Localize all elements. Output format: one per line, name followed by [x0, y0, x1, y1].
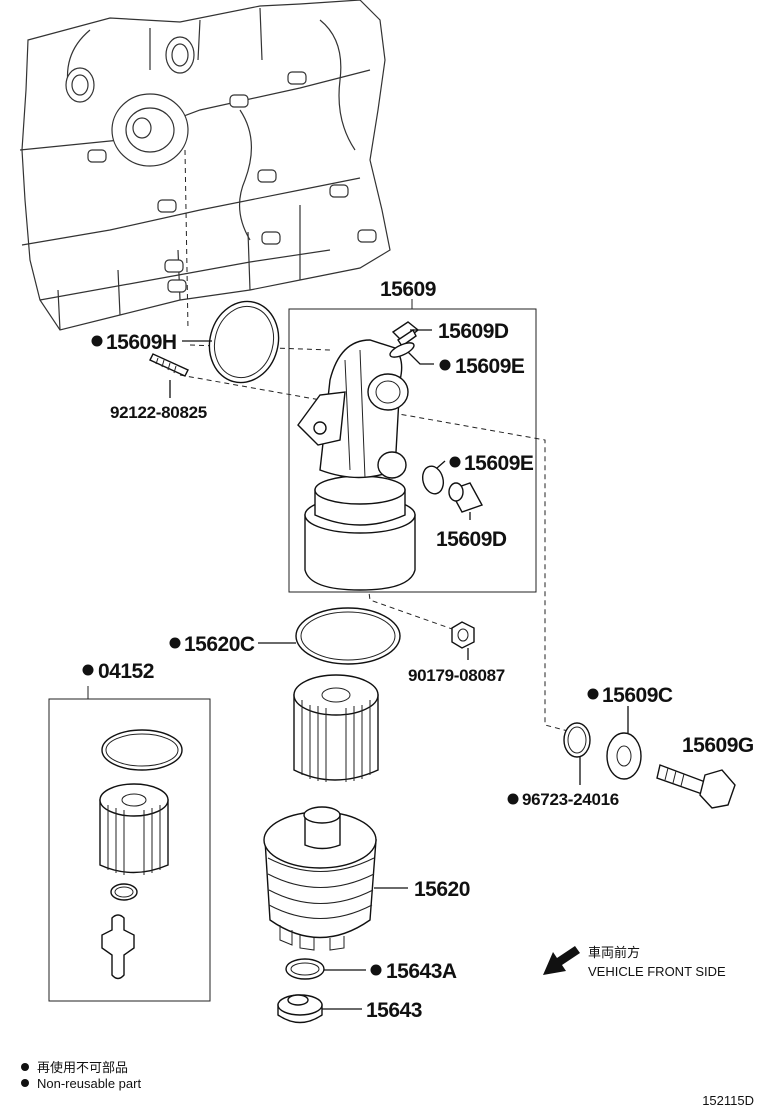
label-15609C[interactable]: 15609C [602, 684, 673, 707]
direction-jp: 車両前方 [588, 945, 640, 960]
drain-plug-15643-part[interactable] [277, 994, 323, 1024]
plug-15609D-top-part[interactable] [391, 321, 420, 347]
oring-15643A-inner [290, 962, 320, 976]
legend-jp: 再使用不可部品 [37, 1060, 128, 1075]
label-92122-80825[interactable]: 92122-80825 [110, 403, 207, 422]
leader-lines [169, 329, 629, 1010]
filter-cap-15620-part[interactable] [263, 806, 377, 951]
legend-en: Non-reusable part [37, 1076, 141, 1091]
label-15609E-mid[interactable]: 15609E [464, 452, 534, 475]
union-bolt-15609G-part[interactable] [656, 764, 736, 809]
front-arrow-icon [543, 946, 580, 975]
legend: 再使用不可部品 Non-reusable part [37, 1060, 141, 1091]
engine-block-illustration [19, 0, 391, 331]
nut-90179-08087-part[interactable] [451, 621, 475, 649]
plug-15609D-mid-part[interactable] [448, 482, 484, 513]
label-15609D-top[interactable]: 15609D [438, 320, 509, 343]
washer-15609C-part[interactable] [606, 732, 642, 780]
oring-15609E-mid-part[interactable] [420, 464, 447, 496]
oring-15620C-part[interactable] [295, 607, 401, 665]
label-15620C[interactable]: 15620C [184, 633, 255, 656]
vehicle-front-indicator: 車両前方 VEHICLE FRONT SIDE [543, 945, 726, 979]
part-labels: 15609 15609D 15609E 15609H 92122-80825 1… [98, 278, 754, 1022]
label-90179-08087[interactable]: 90179-08087 [408, 666, 505, 685]
label-15643[interactable]: 15643 [366, 999, 422, 1022]
label-96723-24016[interactable]: 96723-24016 [522, 790, 619, 809]
label-15609D-mid[interactable]: 15609D [436, 528, 507, 551]
label-15609H[interactable]: 15609H [106, 331, 177, 354]
label-15609E-top[interactable]: 15609E [455, 355, 525, 378]
label-15620[interactable]: 15620 [414, 878, 470, 901]
kit-04152-box [48, 686, 211, 1002]
oil-filter-bracket-part[interactable] [297, 339, 416, 591]
label-15609[interactable]: 15609 [380, 278, 436, 301]
oring-15609E-top-part[interactable] [388, 340, 416, 360]
label-04152[interactable]: 04152 [98, 660, 154, 683]
direction-en: VEHICLE FRONT SIDE [588, 964, 726, 979]
oring-15643A-part[interactable] [285, 958, 325, 980]
kit-04152-contents[interactable] [99, 729, 183, 980]
oring-96723-24016-part[interactable] [563, 722, 591, 758]
alignment-lines [179, 149, 573, 733]
label-15609G[interactable]: 15609G [682, 734, 754, 757]
stud-92122-80825-part[interactable] [149, 353, 189, 377]
non-reusable-markers [21, 335, 599, 1087]
filter-element-part[interactable] [293, 674, 379, 782]
assembly-15609-box [288, 299, 537, 593]
label-15643A[interactable]: 15643A [386, 960, 457, 983]
diagram-id: 152115D [702, 1093, 754, 1108]
gasket-15609H-part[interactable] [201, 294, 288, 391]
